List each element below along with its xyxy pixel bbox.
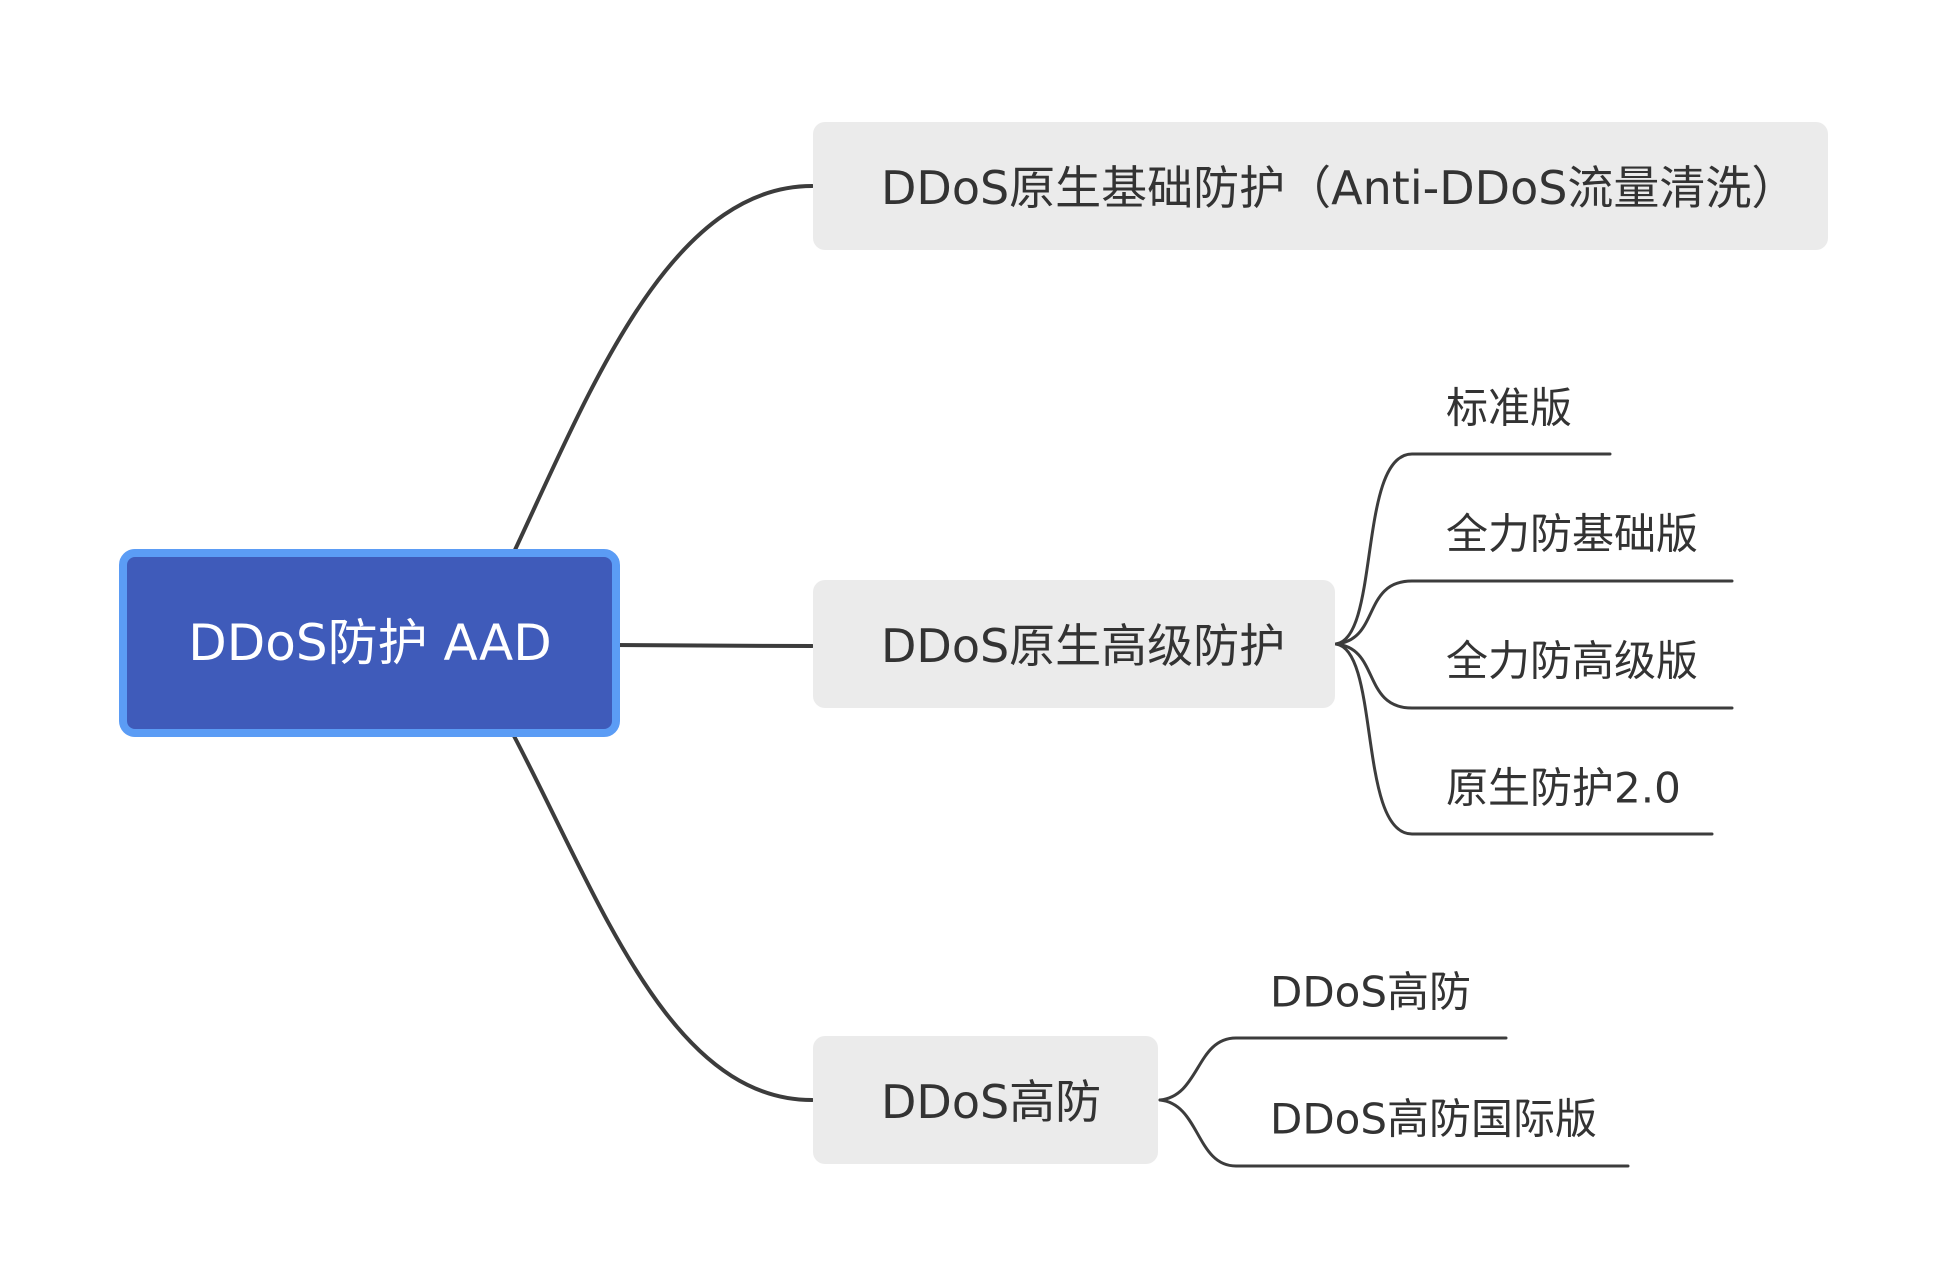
connector-b3-child-2 xyxy=(1158,1098,1630,1168)
connector-b2-child-2 xyxy=(1334,579,1734,646)
connector-b3-child-1 xyxy=(1158,1036,1508,1102)
subtopic-full-advanced[interactable]: 全力防高级版 xyxy=(1446,637,1698,686)
subtopic-ddos-high[interactable]: DDoS高防 xyxy=(1270,968,1471,1017)
subtopic-native-2[interactable]: 原生防护2.0 xyxy=(1446,764,1681,813)
branch-2-children: 标准版 全力防基础版 全力防高级版 原生防护2.0 xyxy=(1446,384,1698,813)
root-node[interactable]: DDoS防护 AAD xyxy=(119,549,620,737)
connector-root-branch-3 xyxy=(512,734,814,1102)
subtopic-ddos-high-intl[interactable]: DDoS高防国际版 xyxy=(1270,1095,1597,1144)
connector-root-branch-2 xyxy=(612,643,814,648)
root-connectors xyxy=(512,184,814,1102)
branch-node-2[interactable]: DDoS原生高级防护 xyxy=(813,580,1335,708)
subtopic-full-basic[interactable]: 全力防基础版 xyxy=(1446,510,1698,559)
branch-node-1-box[interactable] xyxy=(813,122,1828,250)
connector-b2-child-1 xyxy=(1334,452,1612,646)
branch-node-3-box[interactable] xyxy=(813,1036,1158,1164)
branch-node-1-label: DDoS原生基础防护（Anti-DDoS流量清洗） xyxy=(881,161,1797,215)
branch-node-2-box[interactable] xyxy=(813,580,1335,708)
branch-2-connectors xyxy=(1334,452,1734,836)
branch-node-1[interactable]: DDoS原生基础防护（Anti-DDoS流量清洗） xyxy=(813,122,1828,250)
branch-3-children: DDoS高防 DDoS高防国际版 xyxy=(1270,968,1597,1144)
connector-root-branch-1 xyxy=(512,184,814,554)
connector-b2-child-3 xyxy=(1334,642,1734,710)
connector-b2-child-4 xyxy=(1334,642,1714,836)
root-node-box[interactable] xyxy=(119,549,620,737)
root-node-label: DDoS防护 AAD xyxy=(188,614,552,672)
subtopic-standard[interactable]: 标准版 xyxy=(1446,384,1572,433)
branch-3-connectors xyxy=(1158,1036,1630,1168)
branch-node-3[interactable]: DDoS高防 xyxy=(813,1036,1158,1164)
branch-node-2-label: DDoS原生高级防护 xyxy=(881,619,1285,673)
branch-node-3-label: DDoS高防 xyxy=(881,1075,1101,1129)
